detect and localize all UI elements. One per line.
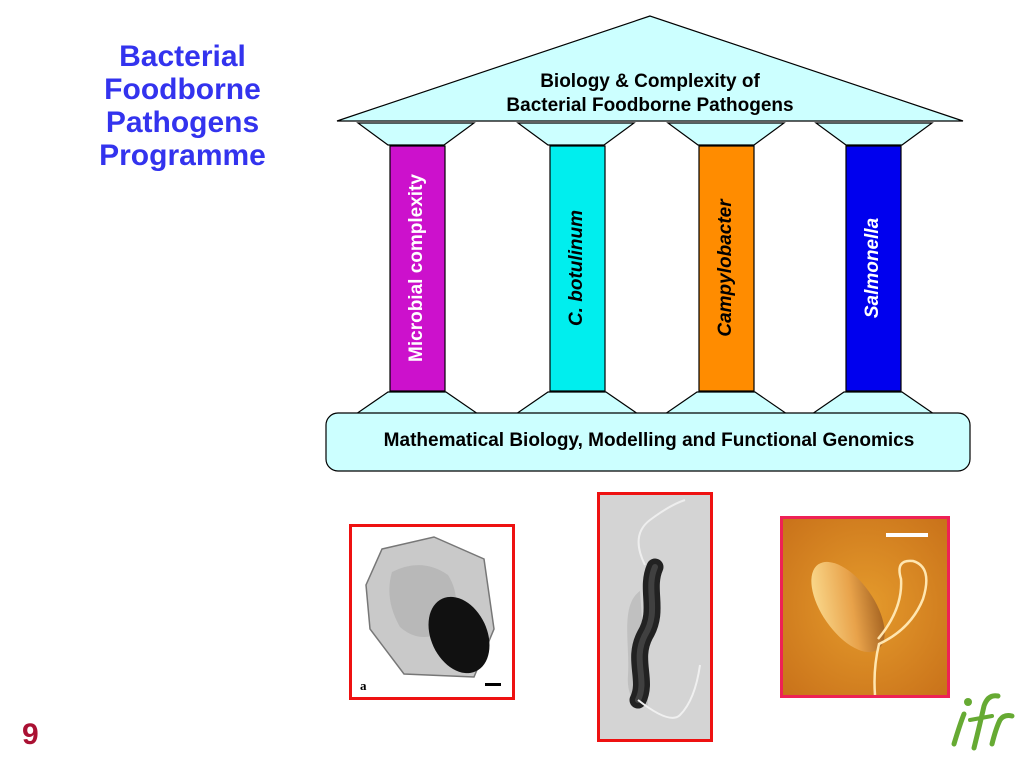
- ifr-logo-mark: [951, 693, 1015, 751]
- micrograph-corner-label: a: [360, 678, 367, 693]
- c-botulinum-micrograph: a: [349, 524, 515, 700]
- pillar-capital-1: [356, 122, 476, 146]
- foundation: [325, 412, 971, 472]
- roof: [336, 15, 964, 122]
- pillar-label-2: C. botulinum: [566, 209, 587, 327]
- pillar-label-1: Microbial complexity: [406, 174, 427, 362]
- pillar-base-2: [514, 391, 640, 415]
- pillar-base-1: [354, 391, 480, 415]
- pillar-capital-4: [814, 122, 934, 146]
- pillar-1: [389, 145, 446, 392]
- foundation-label: Mathematical Biology, Modelling and Func…: [383, 430, 915, 451]
- pillar-2: [549, 145, 606, 392]
- roof-label: Biology & Complexity of Bacterial Foodbo…: [440, 70, 860, 118]
- pillar-capital-3: [666, 122, 786, 146]
- title-line-1: Bacterial: [119, 40, 246, 73]
- roof-label-line-1: Biology & Complexity of: [540, 71, 760, 92]
- ifr-logo: [946, 684, 1016, 754]
- pillar-3: [698, 145, 755, 392]
- pillar-base-3: [663, 391, 789, 415]
- page-number: 9: [22, 718, 39, 751]
- pillar-capital-2: [516, 122, 636, 146]
- pillar-label-3: Campylobacter: [715, 199, 736, 337]
- pillar-label-4: Salmonella: [862, 217, 883, 319]
- title-line-2: Foodborne: [104, 73, 261, 106]
- title-line-4: Programme: [99, 139, 266, 172]
- pillar-base-4: [810, 391, 936, 415]
- pillar-4: [845, 145, 902, 392]
- salmonella-micrograph: [780, 516, 950, 698]
- slide-title: Bacterial Foodborne Pathogens Programme: [60, 40, 305, 172]
- roof-label-line-2: Bacterial Foodborne Pathogens: [506, 94, 794, 116]
- title-line-3: Pathogens: [105, 106, 260, 139]
- campylobacter-micrograph: [597, 492, 713, 742]
